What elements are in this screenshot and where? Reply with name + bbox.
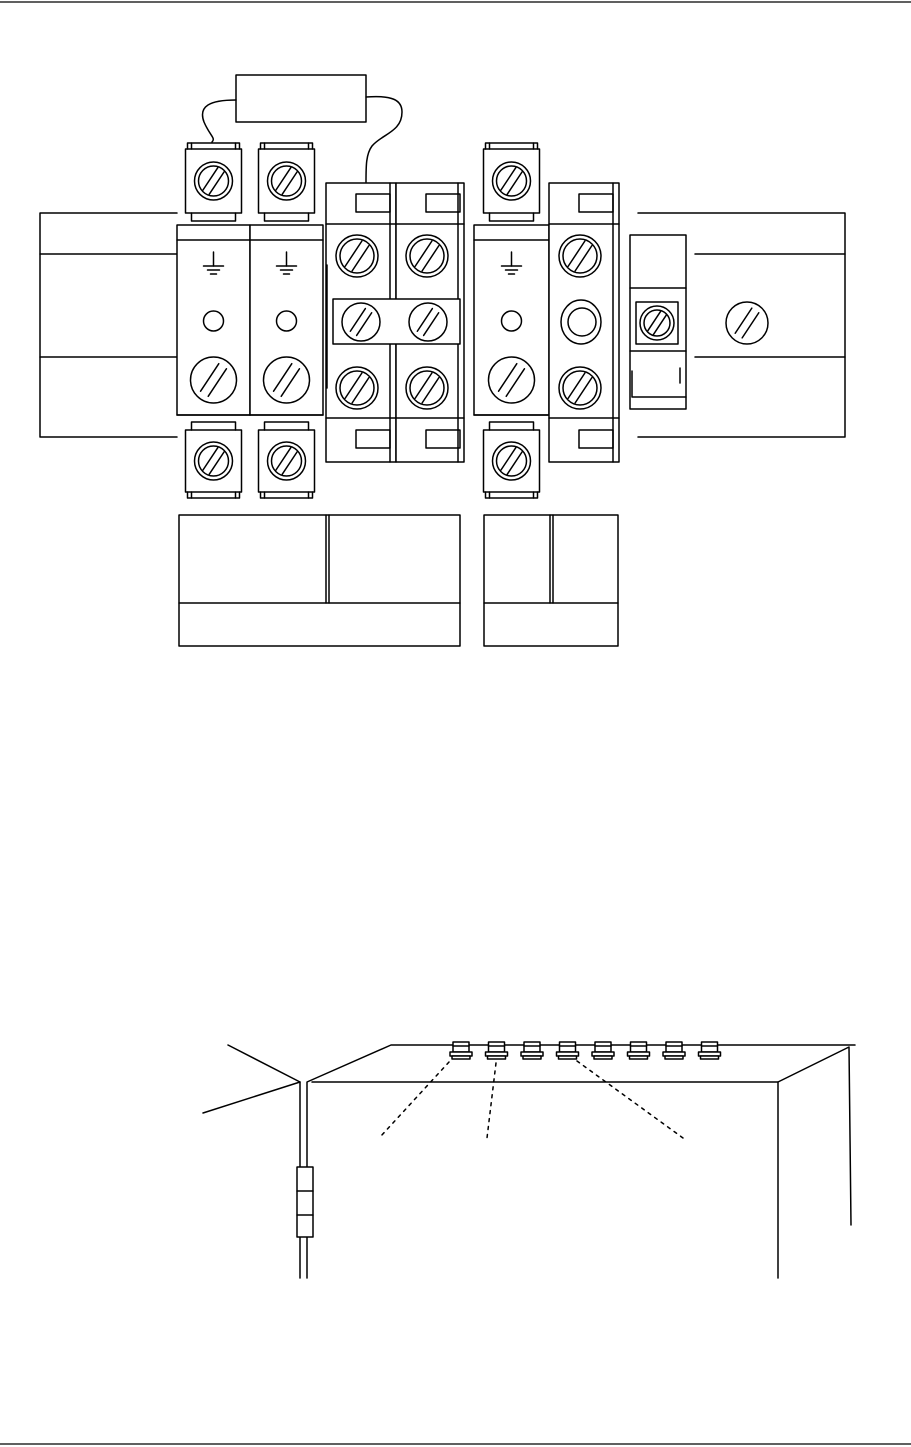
link-eye bbox=[561, 300, 601, 344]
clamp-terminal bbox=[484, 143, 540, 221]
ground-terminal bbox=[177, 143, 250, 498]
cable-connector-icon bbox=[450, 1042, 472, 1059]
clamp-terminal bbox=[259, 143, 315, 221]
slotted-screw-icon bbox=[726, 302, 768, 344]
cable-connector-icon bbox=[521, 1042, 543, 1059]
hinge-icon bbox=[297, 1167, 313, 1237]
slotted-screw-icon bbox=[489, 357, 535, 403]
slotted-screw-icon bbox=[191, 357, 237, 403]
label-box-left bbox=[179, 515, 460, 646]
clamp-terminal bbox=[484, 422, 540, 498]
cabinet-diagram bbox=[203, 1042, 855, 1278]
slotted-screw-icon bbox=[640, 306, 674, 340]
slotted-screw-icon bbox=[409, 303, 447, 341]
dashed-leaders bbox=[381, 1061, 683, 1138]
slotted-screw-icon bbox=[406, 367, 448, 409]
clamp-terminal bbox=[259, 422, 315, 498]
slotted-screw-icon bbox=[559, 235, 601, 277]
cable-connector-icon bbox=[557, 1042, 579, 1059]
label-box-right bbox=[484, 515, 618, 646]
slotted-screw-icon bbox=[268, 162, 306, 200]
terminal-block-diagram bbox=[40, 75, 845, 646]
ground-terminal bbox=[474, 143, 549, 498]
cable-connector-icon bbox=[486, 1042, 508, 1059]
feed-through-terminal bbox=[549, 183, 619, 462]
slotted-screw-icon bbox=[264, 357, 310, 403]
slotted-screw-icon bbox=[195, 442, 233, 480]
slotted-screw-icon bbox=[493, 162, 531, 200]
slotted-screw-icon bbox=[406, 235, 448, 277]
clamp-terminal bbox=[186, 143, 242, 221]
cable-connector-icon bbox=[663, 1042, 685, 1059]
slotted-screw-icon bbox=[342, 303, 380, 341]
slotted-screw-icon bbox=[559, 367, 601, 409]
cable-connector-icon bbox=[699, 1042, 721, 1059]
slotted-screw-icon bbox=[336, 367, 378, 409]
cable-connector-icon bbox=[628, 1042, 650, 1059]
ground-terminal bbox=[250, 143, 323, 498]
slotted-screw-icon bbox=[268, 442, 306, 480]
cabinet-outline bbox=[203, 1045, 855, 1278]
slotted-screw-icon bbox=[336, 235, 378, 277]
clamp-terminal bbox=[186, 422, 242, 498]
slotted-screw-icon bbox=[493, 442, 531, 480]
din-rail-left bbox=[40, 213, 177, 437]
slotted-screw-icon bbox=[195, 162, 233, 200]
cable-connector-icon bbox=[592, 1042, 614, 1059]
